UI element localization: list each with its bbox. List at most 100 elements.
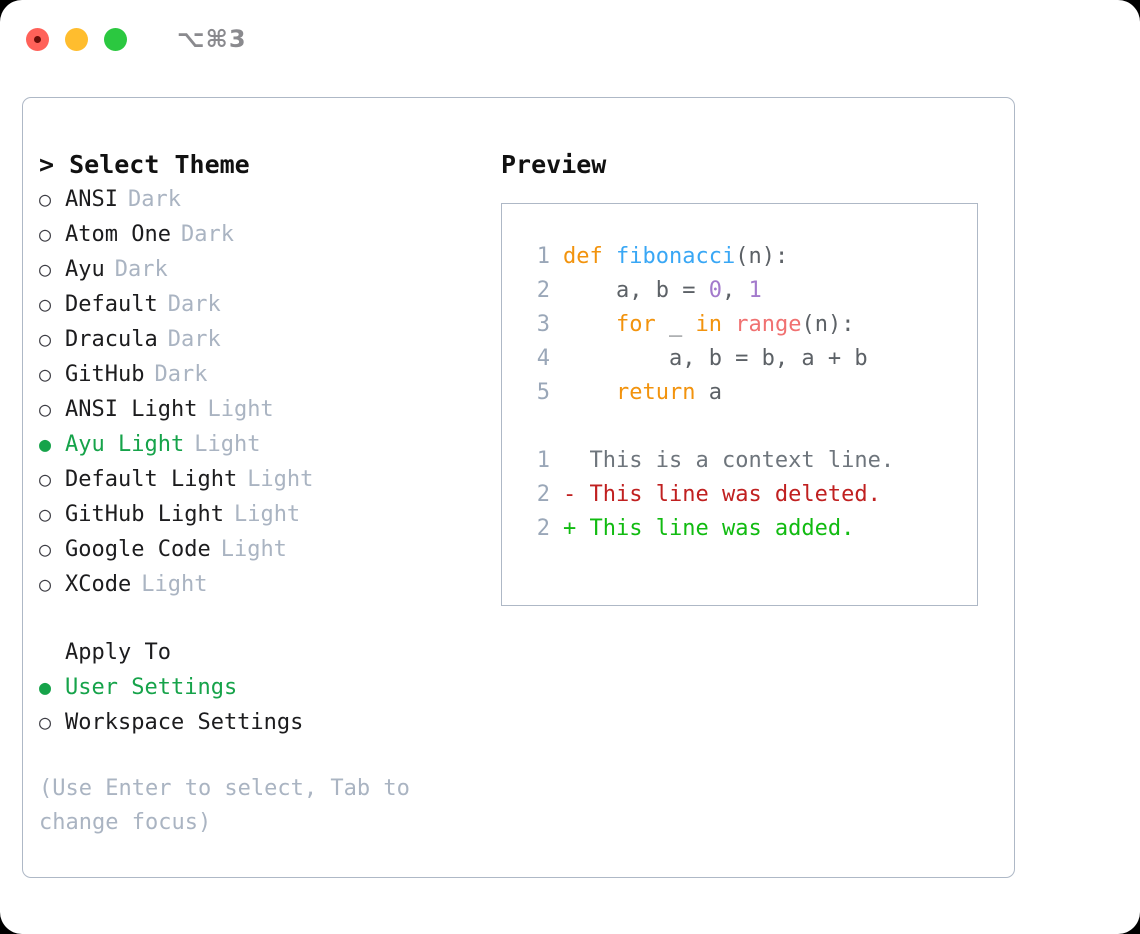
close-button[interactable]	[26, 27, 49, 51]
code-line: 2 a, b = 0, 1	[520, 274, 977, 308]
token-plain: a	[695, 380, 722, 405]
radio-unselected-icon: ○	[39, 572, 52, 596]
list-spacer	[39, 602, 509, 636]
radio-unselected-icon: ○	[39, 222, 52, 246]
diff-line-del: 2 - This line was deleted.	[520, 478, 977, 512]
line-number: 5	[536, 380, 550, 405]
diff-line-ctx: 1 This is a context line.	[520, 444, 977, 478]
theme-option-google-code[interactable]: ○ Google Code Light	[39, 532, 509, 567]
token-plain: (n):	[801, 312, 855, 337]
diff-content: This line was added.	[589, 516, 855, 541]
diff-content: This line was deleted.	[589, 482, 881, 507]
theme-variant-tag: Dark	[167, 292, 221, 317]
theme-option-label: Ayu Light	[65, 432, 185, 457]
token-plain: _	[655, 312, 696, 337]
token-plain	[563, 380, 616, 405]
preview-title: Preview	[501, 150, 607, 179]
diff-marker: +	[563, 516, 590, 541]
traffic-light-group	[26, 27, 127, 51]
line-number: 1	[536, 448, 550, 473]
diff-marker	[563, 448, 590, 473]
token-plain: (n):	[735, 244, 789, 269]
line-number: 2	[536, 482, 550, 507]
radio-unselected-icon: ○	[39, 327, 52, 351]
theme-variant-tag: Light	[220, 537, 287, 562]
theme-variant-tag: Dark	[127, 187, 181, 212]
radio-unselected-icon: ○	[39, 502, 52, 526]
code-line: 5 return a	[520, 376, 977, 410]
diff-text: This is a context line.	[563, 444, 895, 478]
page-title: > Select Theme	[39, 150, 250, 179]
radio-unselected-icon: ○	[39, 362, 52, 386]
token-plain: ,	[721, 278, 749, 303]
theme-option-label: GitHub	[65, 362, 145, 387]
radio-unselected-icon: ○	[39, 710, 52, 734]
theme-option-label: ANSI Light	[65, 397, 198, 422]
preview-gap	[520, 410, 977, 444]
theme-variant-tag: Dark	[154, 362, 208, 387]
token-plain	[563, 312, 616, 337]
token-num: 1	[748, 278, 762, 303]
theme-variant-tag: Light	[141, 572, 208, 597]
diff-text: - This line was deleted.	[563, 478, 881, 512]
code-text: a, b = b, a + b	[563, 342, 868, 376]
line-number: 4	[536, 346, 550, 371]
title-bar: ⌥⌘3	[0, 0, 1140, 78]
minimize-button[interactable]	[65, 27, 88, 51]
radio-selected-icon: ●	[39, 675, 52, 699]
theme-variant-tag: Dark	[167, 327, 221, 352]
token-kw: for	[615, 312, 656, 337]
apply-to-options: ●User Settings○Workspace Settings	[39, 670, 509, 740]
token-fn: fibonacci	[615, 244, 736, 269]
theme-option-label: XCode	[65, 572, 132, 597]
apply-to-option-workspace-settings[interactable]: ○Workspace Settings	[39, 705, 509, 740]
theme-option-github[interactable]: ○ GitHub Dark	[39, 357, 509, 392]
theme-option-label: Dracula	[65, 327, 158, 352]
theme-option-dracula[interactable]: ○ Dracula Dark	[39, 322, 509, 357]
theme-option-default-light[interactable]: ○ Default Light Light	[39, 462, 509, 497]
apply-to-option-user-settings[interactable]: ●User Settings	[39, 670, 509, 705]
radio-unselected-icon: ○	[39, 467, 52, 491]
token-plain: a, b =	[563, 278, 709, 303]
radio-unselected-icon: ○	[39, 257, 52, 281]
theme-variant-tag: Light	[233, 502, 301, 527]
line-number: 2	[536, 516, 550, 541]
diff-text: + This line was added.	[563, 512, 854, 546]
theme-option-label: Google Code	[65, 537, 211, 562]
theme-option-xcode[interactable]: ○ XCode Light	[39, 567, 509, 602]
theme-variant-tag: Light	[247, 467, 314, 492]
token-num: 0	[708, 278, 722, 303]
theme-option-label: Default Light	[65, 467, 238, 492]
theme-option-label: ANSI	[65, 187, 118, 212]
diff-line-add: 2 + This line was added.	[520, 512, 977, 546]
token-bi: range	[735, 312, 802, 337]
theme-option-github-light[interactable]: ○ GitHub Light Light	[39, 497, 509, 532]
apply-to-heading: Apply To	[65, 640, 171, 665]
theme-option-label: GitHub Light	[65, 502, 224, 527]
radio-unselected-icon: ○	[39, 537, 52, 561]
diff-sample: 1 This is a context line. 2 - This line wa…	[520, 444, 977, 546]
line-number: 1	[536, 244, 550, 269]
keyboard-hint: (Use Enter to select, Tab to change focu…	[39, 776, 424, 835]
line-number: 2	[536, 278, 550, 303]
theme-variant-tag: Dark	[114, 257, 168, 282]
theme-option-label: Atom One	[65, 222, 171, 247]
token-kw: return	[615, 380, 696, 405]
line-number: 3	[536, 312, 550, 337]
radio-unselected-icon: ○	[39, 397, 52, 421]
maximize-button[interactable]	[104, 27, 127, 51]
